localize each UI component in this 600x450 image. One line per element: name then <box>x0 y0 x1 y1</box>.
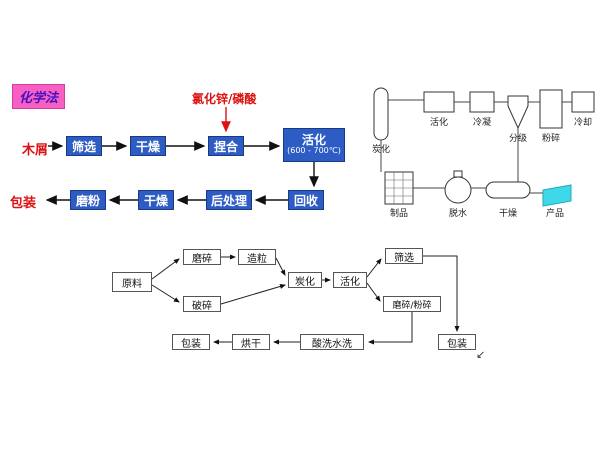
label-product-intermediate: 制品 <box>389 209 408 219</box>
node-raw-material: 原料 <box>112 272 152 292</box>
label-final-product: 产品 <box>545 209 564 219</box>
step-screening: 筛选 <box>66 136 102 156</box>
feed-label: 木屑 <box>22 143 49 158</box>
dryer-cylinder <box>485 181 531 199</box>
dewater-tank <box>444 176 472 204</box>
step-activation: 活化 (600 - 700℃) <box>283 128 345 162</box>
step-recovery: 回收 <box>288 190 324 210</box>
activation-temperature: (600 - 700℃) <box>287 146 341 156</box>
label-activation: 活化 <box>429 118 448 128</box>
carbonization-tower <box>373 87 389 141</box>
stray-arrow-mark: ↙ <box>476 348 486 361</box>
node-grinding: 磨碎 <box>183 249 221 265</box>
chem-flow-arrows <box>45 107 319 205</box>
node-packing-right: 包装 <box>438 334 476 350</box>
label-classify: 分级 <box>508 134 527 144</box>
step-kneading: 捏合 <box>208 136 244 156</box>
node-sieving: 筛选 <box>385 248 423 264</box>
label-carbonization: 炭化 <box>371 145 390 155</box>
equipment-schematic <box>373 87 595 207</box>
equipment-pipes <box>380 99 572 194</box>
activation-title: 活化 <box>301 133 326 147</box>
label-crush: 粉碎 <box>541 134 560 144</box>
method-title: 化学法 <box>12 84 66 109</box>
node-activation: 活化 <box>333 272 367 288</box>
process-flow-arrows <box>151 254 460 345</box>
node-drying: 烘干 <box>232 334 270 350</box>
cyclone-classifier <box>507 95 529 130</box>
node-acid-wash: 酸洗水洗 <box>300 334 364 350</box>
condenser-box <box>469 91 495 113</box>
dewater-tank-stub <box>453 170 463 178</box>
label-dry: 干燥 <box>498 209 517 219</box>
label-condense: 冷凝 <box>472 118 491 128</box>
crusher-vessel <box>539 89 563 129</box>
pack-label: 包装 <box>10 196 37 211</box>
step-drying-2: 干燥 <box>138 190 174 210</box>
reagent-label: 氯化锌/磷酸 <box>192 92 257 106</box>
node-crushing: 破碎 <box>183 296 221 312</box>
label-cool: 冷却 <box>573 118 592 128</box>
activation-furnace-box <box>423 91 455 113</box>
node-carbonization: 炭化 <box>288 272 322 288</box>
node-packing-left: 包装 <box>172 334 210 350</box>
cooler-box <box>571 91 595 113</box>
step-milling: 磨粉 <box>70 190 106 210</box>
node-grind-crush: 磨碎/粉碎 <box>383 296 441 312</box>
product-flag <box>542 184 572 207</box>
node-granulation: 造粒 <box>238 249 276 265</box>
step-post-treatment: 后处理 <box>206 190 252 210</box>
step-drying-1: 干燥 <box>130 136 166 156</box>
label-dewater: 脱水 <box>448 209 467 219</box>
